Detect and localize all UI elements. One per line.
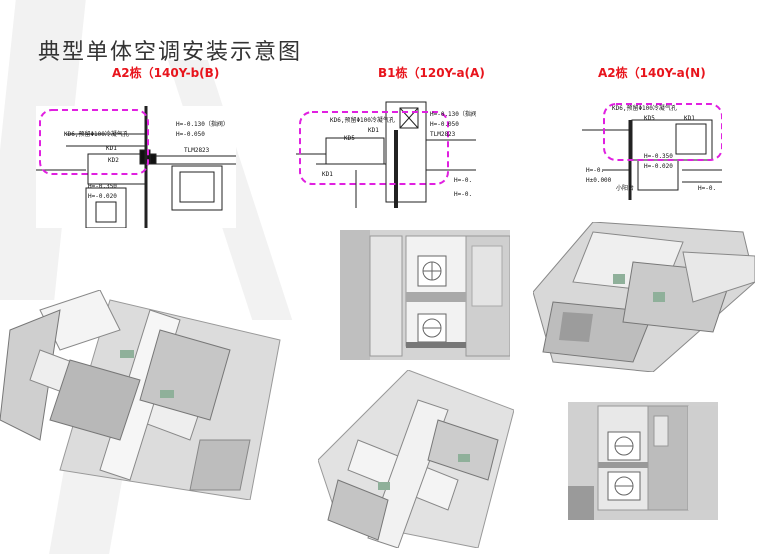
- plan-a-label-kd2: KD2: [108, 157, 119, 164]
- render-3d-b1-a-top: [318, 370, 514, 548]
- plan-b-label-h1: H=-0.130（指阀）: [430, 110, 476, 118]
- plan-b-label-h3: H=-0.: [454, 177, 472, 184]
- plan-c-label-kd6: KD6,预留Φ100冷凝气孔: [612, 104, 677, 112]
- plan-b-label-kd5: KD5: [344, 135, 355, 142]
- floor-plan-a2-n: KD6,预留Φ100冷凝气孔 KD5 KD1 H=-0.350 H=-0.020…: [582, 100, 722, 200]
- floor-plan-a2-b: KD6,预留Φ100冷凝气孔 KD1 KD2 H=-0.130（指阀） H=-0…: [36, 106, 236, 228]
- plan-a-label-tlm: TLM2823: [184, 147, 210, 154]
- render-3d-b1-a-front: [340, 230, 510, 360]
- page-title: 典型单体空调安装示意图: [38, 40, 303, 65]
- plan-a-label-h2: H=-0.050: [176, 131, 205, 138]
- render-3d-a2-n-top: [568, 402, 718, 520]
- caption-a2-n: A2栋（140Y-a(N): [598, 66, 706, 80]
- plan-b-label-kd1: KD1: [368, 127, 379, 134]
- plan-c-label-kd5: KD5: [644, 115, 655, 122]
- plan-c-label-h1: H=-0.350: [644, 153, 673, 160]
- plan-c-label-kd1: KD1: [684, 115, 695, 122]
- plan-c-label-h4: H±0.000: [586, 177, 612, 184]
- caption-b1-a: B1栋（120Y-a(A): [378, 66, 485, 80]
- render-3d-a2-b: [0, 290, 290, 500]
- plan-b-label-tlm: TLM2823: [430, 131, 456, 138]
- plan-b-label-h2: H=-0.050: [430, 121, 459, 128]
- plan-b-label-h4: H=-0.: [454, 191, 472, 198]
- render-3d-a2-n-perspective: [533, 222, 755, 372]
- plan-c-label-h5: H=-0.: [698, 185, 716, 192]
- caption-a2-b: A2栋（140Y-b(B): [112, 66, 220, 80]
- plan-c-label-h2: H=-0.020: [644, 163, 673, 170]
- plan-a-label-h3: H=-0.350: [88, 183, 117, 190]
- plan-b-label-kd6: KD6,预留Φ100冷凝气孔: [330, 116, 395, 124]
- plan-a-label-h4: H=-0.020: [88, 193, 117, 200]
- plan-a-label-kd1: KD1: [106, 145, 117, 152]
- plan-a-label-h1: H=-0.130（指阀）: [176, 120, 229, 128]
- plan-c-label-h3: H=-0.: [586, 167, 604, 174]
- plan-b-label-kd1b: KD1: [322, 171, 333, 178]
- floor-plan-b1-a: KD6,预留Φ100冷凝气孔 KD1 KD5 KD1 H=-0.130（指阀） …: [296, 100, 476, 208]
- plan-c-label-balcony: 小阳台: [616, 184, 634, 192]
- plan-a-label-kd6: KD6,预留Φ100冷凝气孔: [64, 130, 129, 138]
